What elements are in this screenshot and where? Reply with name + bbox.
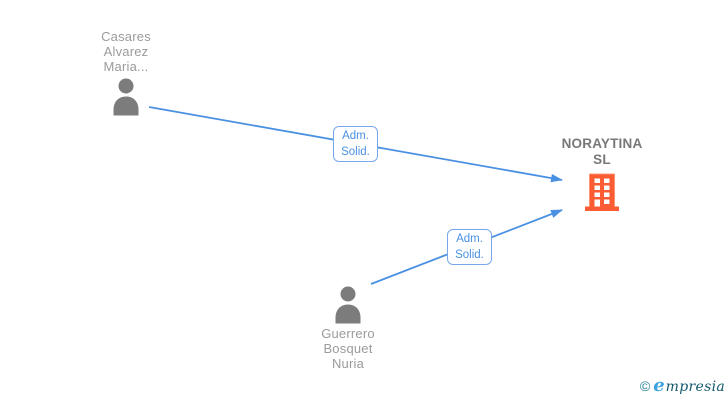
node-person-guerrero-bosquet-nuria[interactable]: Guerrero Bosquet Nuria (286, 286, 410, 371)
person-name-label: Casares Alvarez Maria... (101, 29, 151, 74)
brand-name: mpresia (665, 379, 725, 395)
node-company-noraytina-sl[interactable]: NORAYTINA SL (540, 136, 664, 212)
company-name-label: NORAYTINA SL (561, 136, 643, 167)
person-name-label: Guerrero Bosquet Nuria (321, 326, 375, 371)
edge-label-adm-solid-casares[interactable]: Adm. Solid. (333, 126, 378, 162)
brand-initial-letter: e (653, 375, 665, 396)
person-icon (335, 286, 361, 324)
edge-label-adm-solid-guerrero[interactable]: Adm. Solid. (447, 229, 492, 265)
node-person-casares-alvarez-maria[interactable]: Casares Alvarez Maria... (64, 29, 188, 116)
empresia-logo[interactable]: © e mpresia (640, 377, 725, 397)
building-icon (585, 173, 619, 211)
person-icon (113, 78, 139, 116)
copyright-icon: © (639, 378, 651, 394)
